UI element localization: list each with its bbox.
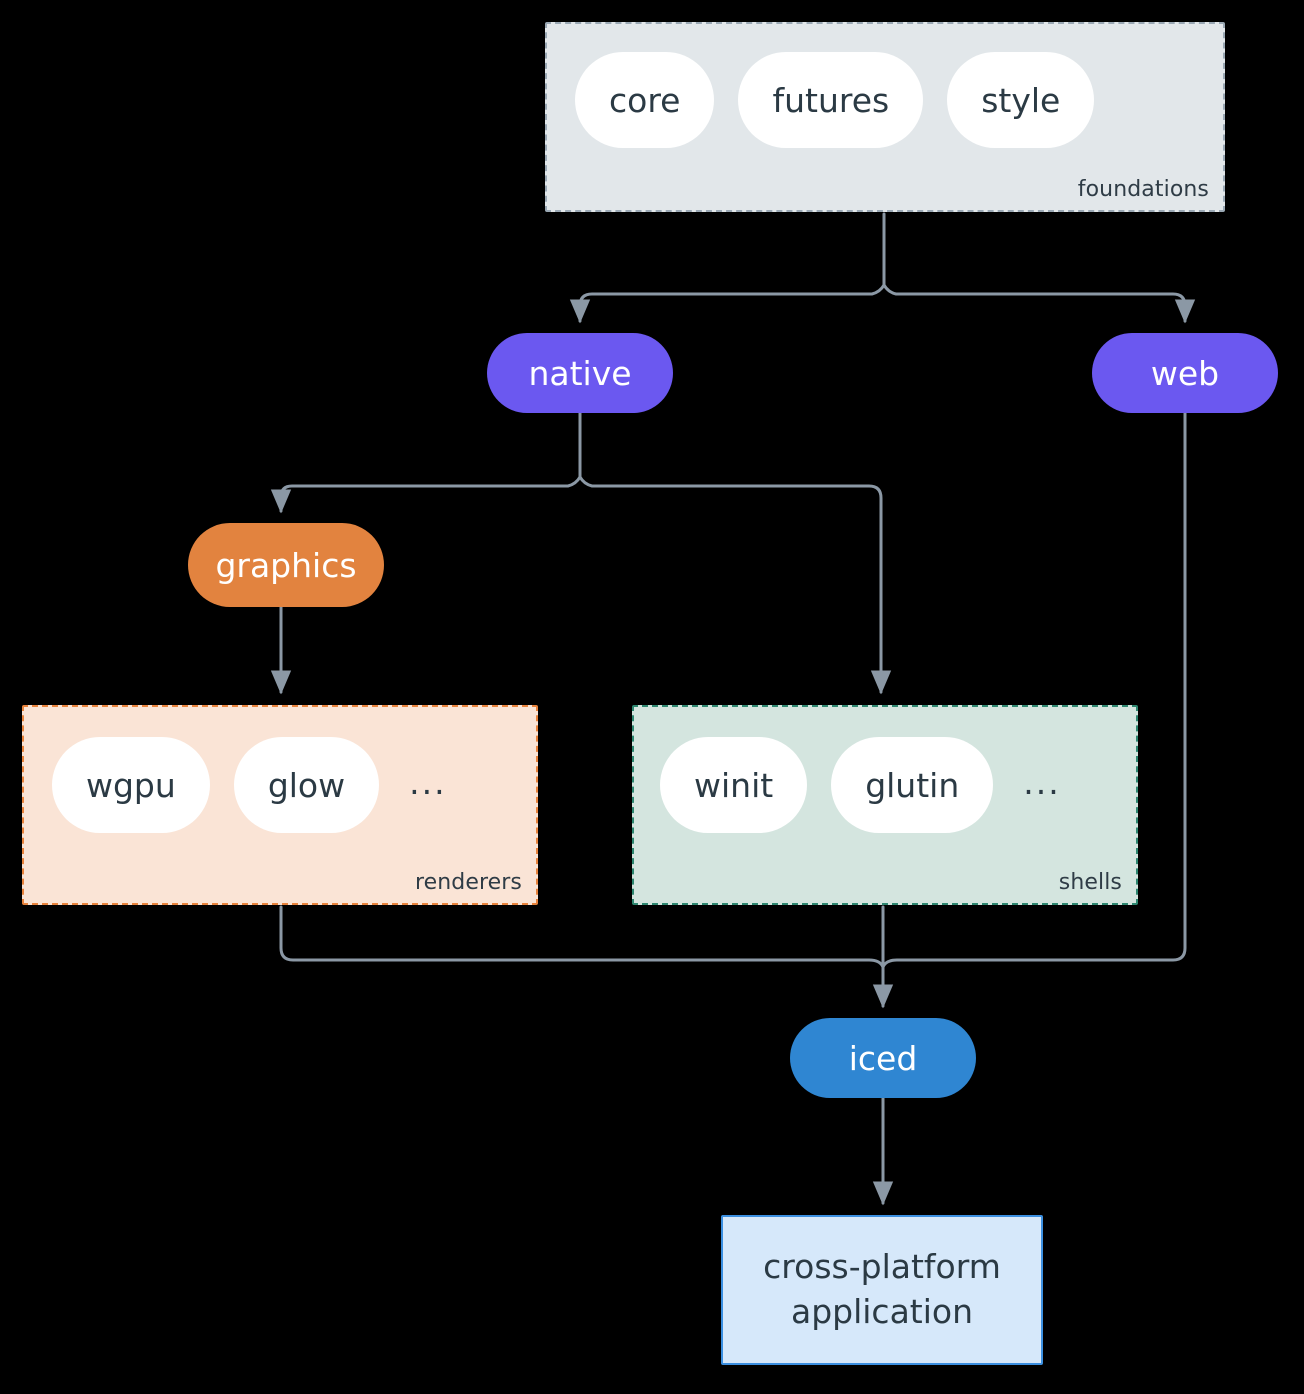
pill-wgpu[interactable]: wgpu [52,737,210,833]
shells-ellipsis: ... [1023,762,1061,802]
edge-foundations-web [882,283,1196,324]
edge-renderers-iced [279,905,885,969]
pill-glutin[interactable]: glutin [831,737,994,833]
pill-style[interactable]: style [947,52,1095,148]
app-line-1: cross-platform [763,1247,1001,1287]
renderers-ellipsis: ... [409,762,447,802]
shells-pill-row: winit glutin ... [660,737,1067,833]
node-cross-platform-application[interactable]: cross-platform application [721,1215,1043,1365]
node-native[interactable]: native [487,333,673,413]
app-line-2: application [790,1292,974,1331]
node-graphics[interactable]: graphics [188,523,384,607]
edge-native-graphics [270,475,582,514]
cluster-label-shells: shells [1058,870,1122,895]
node-iced[interactable]: iced [790,1018,976,1098]
pill-winit[interactable]: winit [660,737,808,833]
cluster-shells: winit glutin ... shells [632,705,1138,905]
pill-futures[interactable]: futures [738,52,924,148]
edge-foundations-native [569,283,886,324]
pill-glow[interactable]: glow [233,737,380,833]
foundations-pill-row: core futures style [575,52,1095,148]
cluster-label-foundations: foundations [1077,177,1209,202]
cluster-foundations: core futures style foundations [545,22,1225,212]
cluster-label-renderers: renderers [414,870,522,895]
node-web[interactable]: web [1092,333,1278,413]
edge-native-shells [578,475,892,695]
pill-core[interactable]: core [575,52,715,148]
cluster-renderers: wgpu glow ... renderers [22,705,538,905]
renderers-pill-row: wgpu glow ... [52,737,453,833]
